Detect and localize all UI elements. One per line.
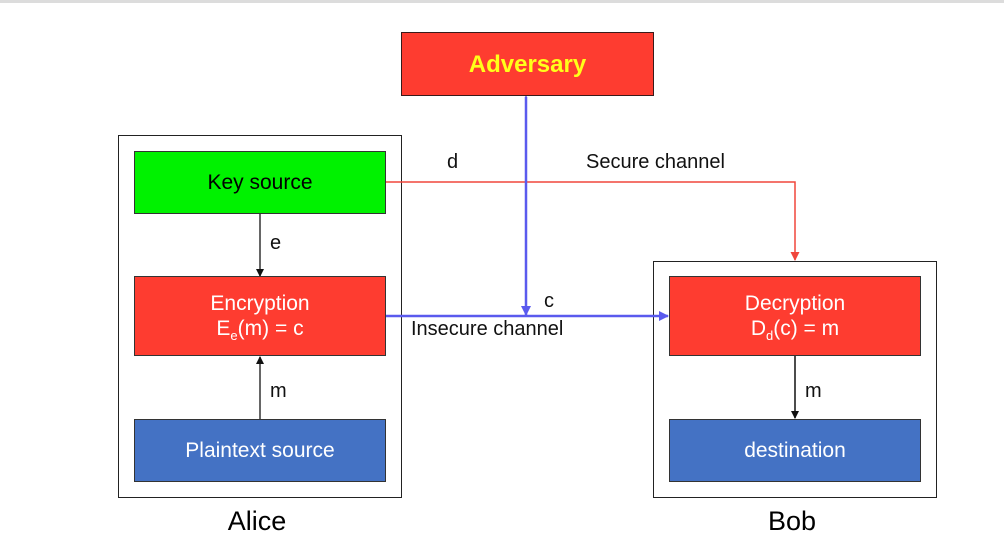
insecure-channel-label: Insecure channel (411, 318, 564, 340)
decryption-formula-rest: (c) = m (773, 317, 840, 340)
decryption-formula-key: d (766, 328, 774, 343)
encryption-title: Encryption (210, 292, 310, 315)
bob-label: Bob (767, 506, 817, 536)
destination-label: destination (744, 439, 846, 462)
decryption-formula: Dd(c) = m (750, 316, 840, 343)
decryption-title: Decryption (744, 292, 846, 315)
plaintext-source-label: Plaintext source (185, 439, 335, 462)
alice-label: Alice (227, 506, 287, 536)
adversary-box[interactable]: Adversary (401, 32, 654, 96)
key-source-label: Key source (207, 171, 313, 194)
insecure-msg-label: c (544, 290, 554, 312)
decryption-box[interactable]: Decryption Dd(c) = m (669, 276, 921, 356)
key-edge-label: e (270, 232, 282, 254)
plaintext-source-box[interactable]: Plaintext source (134, 419, 386, 482)
top-border (0, 0, 1004, 3)
encryption-box[interactable]: Encryption Ee(m) = c (134, 276, 386, 356)
encryption-formula-key: e (230, 328, 238, 343)
secure-channel-line (386, 181, 800, 261)
destination-box[interactable]: destination (669, 419, 921, 482)
secure-channel-label: Secure channel (586, 151, 725, 173)
encryption-formula-rest: (m) = c (237, 317, 304, 340)
encryption-formula-fn: E (216, 317, 231, 340)
destination-edge-label: m (805, 380, 822, 402)
key-source-box[interactable]: Key source (134, 151, 386, 214)
plaintext-edge-label: m (270, 380, 287, 402)
decryption-formula-fn: D (750, 317, 766, 340)
secure-key-label: d (447, 151, 459, 173)
encryption-formula: Ee(m) = c (216, 316, 304, 343)
adversary-label: Adversary (468, 50, 587, 78)
